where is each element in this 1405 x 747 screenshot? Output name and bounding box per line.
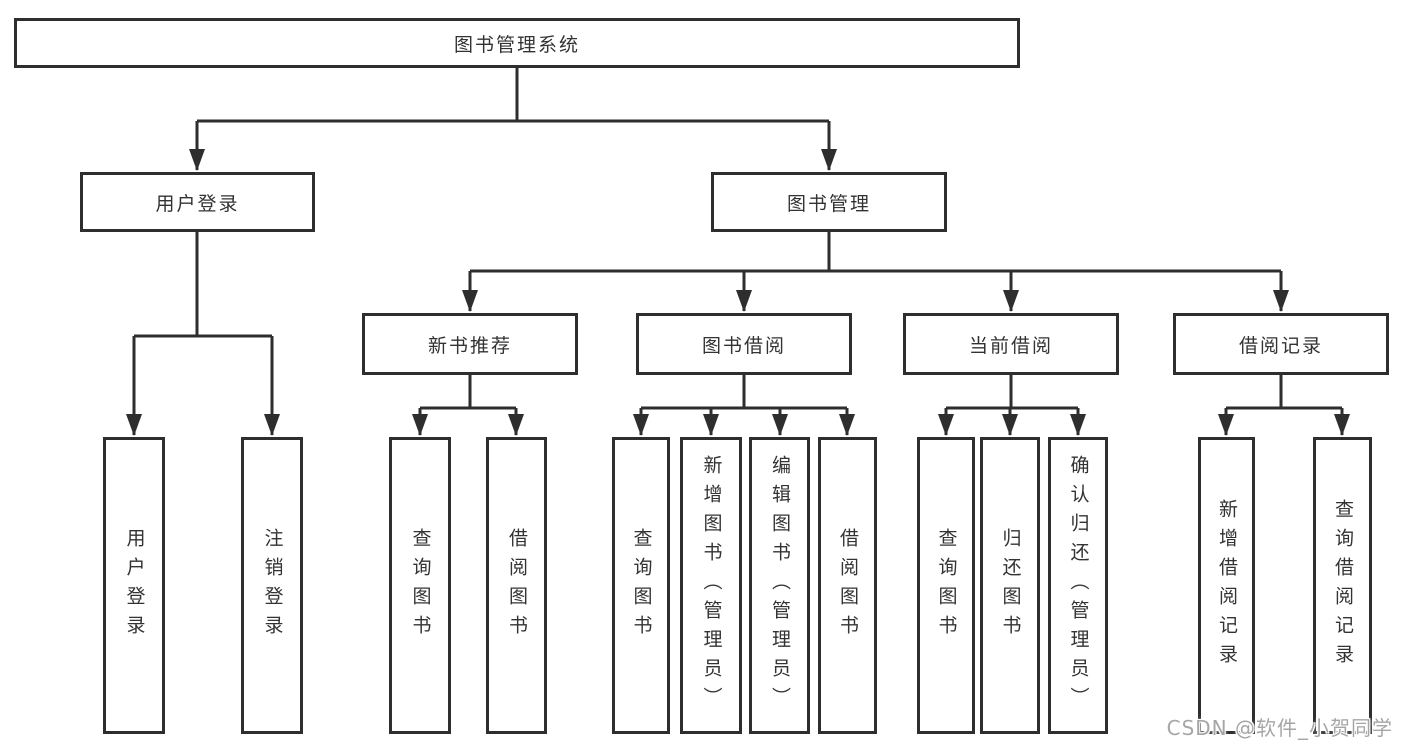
connector-root-to-level2 [189,68,837,171]
leaf-record-query-label: 查询借阅记录 [1332,498,1354,673]
leaf-current-query-label: 查询图书 [935,527,958,644]
node-root-label: 图书管理系统 [453,33,580,56]
leaf-borrow-borrow-label: 借阅图书 [837,527,859,644]
leaf-current-return-label: 归还图书 [999,527,1022,644]
node-user-login-label: 用户登录 [155,192,240,215]
csdn-watermark: CSDN @软件_小贺同学 [1166,716,1393,740]
node-current-borrow: 当前借阅 [903,313,1119,375]
node-borrow-record: 借阅记录 [1173,313,1389,375]
leaf-borrow-query-label: 查询图书 [630,527,653,644]
leaf-user-login: 用户登录 [103,437,165,734]
connector-userlogin-to-leaves [126,232,280,436]
connector-currentborrow-to-leaves [938,375,1086,436]
leaf-logout: 注销登录 [241,437,303,734]
node-borrow-record-label: 借阅记录 [1238,334,1323,357]
leaf-newbook-query-label: 查询图书 [409,527,432,644]
leaf-record-query: 查询借阅记录 [1313,437,1372,734]
leaf-current-query: 查询图书 [917,437,975,734]
leaf-borrow-borrow: 借阅图书 [818,437,877,734]
leaf-borrow-add-admin-label: 新增图书（管理员） [700,455,723,716]
leaf-logout-label: 注销登录 [261,527,284,644]
leaf-newbook-query: 查询图书 [389,437,451,734]
leaf-borrow-edit-admin: 编辑图书（管理员） [749,437,810,734]
connector-bookmgmt-to-level3 [462,232,1289,312]
leaf-current-confirm-admin-label: 确认归还（管理员） [1067,455,1090,716]
leaf-current-return: 归还图书 [980,437,1040,734]
leaf-user-login-label: 用户登录 [123,527,146,644]
leaf-newbook-borrow-label: 借阅图书 [506,527,528,644]
leaf-current-confirm-admin: 确认归还（管理员） [1048,437,1108,734]
node-book-borrow: 图书借阅 [636,313,852,375]
connector-newbook-to-leaves [412,375,524,436]
node-book-borrow-label: 图书借阅 [701,334,786,357]
node-user-login: 用户登录 [80,172,315,232]
node-current-borrow-label: 当前借阅 [968,334,1053,357]
leaf-newbook-borrow: 借阅图书 [486,437,547,734]
leaf-borrow-query: 查询图书 [612,437,670,734]
leaf-borrow-add-admin: 新增图书（管理员） [680,437,742,734]
leaf-borrow-edit-admin-label: 编辑图书（管理员） [769,455,791,716]
node-new-book-rec-label: 新书推荐 [427,334,512,357]
node-book-mgmt-label: 图书管理 [786,192,871,215]
connector-bookborrow-to-leaves [633,375,855,436]
leaf-record-add: 新增借阅记录 [1198,437,1255,734]
node-root: 图书管理系统 [14,18,1020,68]
leaf-record-add-label: 新增借阅记录 [1216,498,1238,673]
connector-borrowrecord-to-leaves [1218,375,1350,436]
node-book-mgmt: 图书管理 [711,172,947,232]
node-new-book-rec: 新书推荐 [362,313,578,375]
